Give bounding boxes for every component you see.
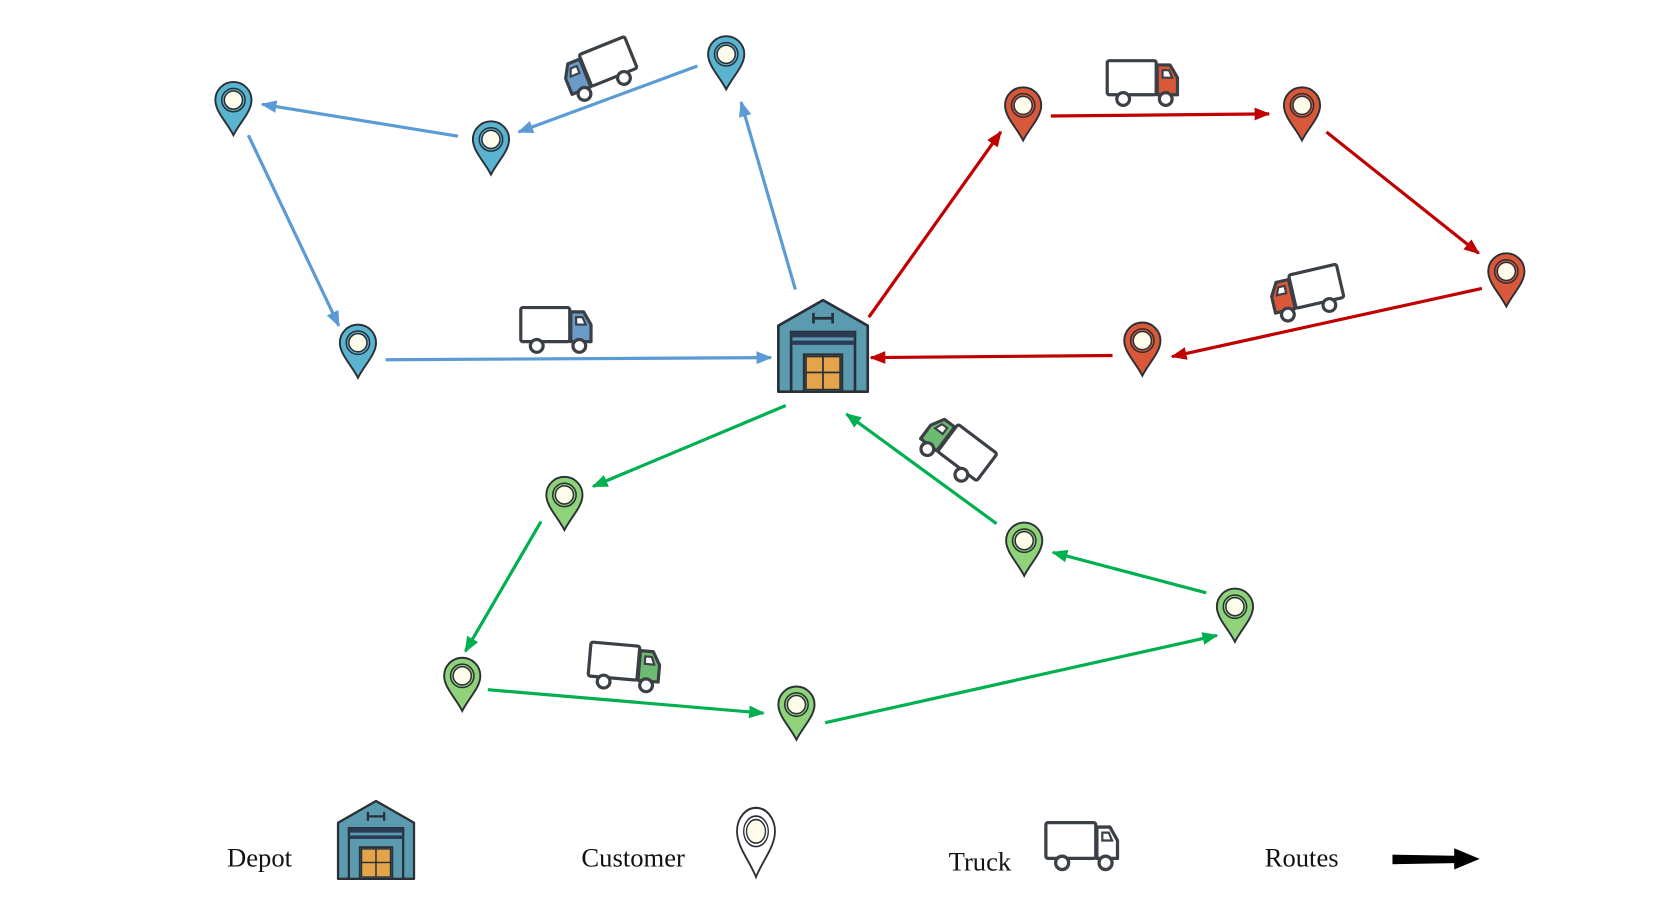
route-edge xyxy=(260,100,459,138)
route-edge xyxy=(385,351,773,365)
legend-label-customer: Customer xyxy=(581,842,685,872)
customer-pin-R1 xyxy=(1004,86,1043,142)
customer-pin-R2 xyxy=(1282,86,1322,142)
legend-label-routes: Routes xyxy=(1265,842,1339,872)
route-edge xyxy=(517,64,699,134)
truck-icon xyxy=(557,34,643,106)
truck-icon xyxy=(912,409,999,492)
truck-icon xyxy=(1105,59,1180,107)
customer-pin-B4 xyxy=(338,323,377,379)
warehouse-icon xyxy=(777,298,870,394)
route-edge xyxy=(869,351,1113,364)
red-customers xyxy=(1004,86,1526,377)
arrow-right-icon xyxy=(1392,848,1480,870)
route-edge xyxy=(867,130,1003,319)
warehouse-icon xyxy=(336,799,416,880)
route-edge xyxy=(738,100,797,290)
customer-pin-G2 xyxy=(443,656,482,712)
truck-icon xyxy=(1044,820,1120,872)
truck-icon xyxy=(585,640,663,695)
route-edge xyxy=(591,404,787,488)
customer-pin-B2 xyxy=(471,120,511,176)
customer-pin-icon xyxy=(735,806,777,879)
legend-label-depot: Depot xyxy=(227,842,293,872)
route-edge xyxy=(246,134,341,328)
customer-pin-R3 xyxy=(1487,252,1526,308)
blue-customers xyxy=(214,35,746,379)
customer-pin-G5 xyxy=(1005,521,1044,577)
legend-item-depot: Depot xyxy=(227,799,416,880)
customer-pin-R4 xyxy=(1123,321,1162,377)
route-edge xyxy=(1325,130,1480,255)
blue-route xyxy=(246,64,797,365)
route-edge xyxy=(487,688,766,719)
customer-pin-B1 xyxy=(707,35,746,91)
route-edge xyxy=(845,412,998,525)
depot xyxy=(777,298,870,394)
customer-pin-G3 xyxy=(777,685,816,741)
customer-pin-G1 xyxy=(545,475,584,531)
route-edge xyxy=(824,632,1219,725)
green-route xyxy=(464,404,1219,725)
truck-icon xyxy=(1266,262,1348,326)
legend-item-customer: Customer xyxy=(581,806,777,879)
red-route xyxy=(867,107,1483,364)
customer-pin-G4 xyxy=(1215,587,1254,643)
route-edge xyxy=(1050,107,1271,121)
legend-label-truck: Truck xyxy=(949,847,1012,877)
legend-item-routes: Routes xyxy=(1265,842,1480,872)
truck-icon xyxy=(519,305,593,354)
green-customers xyxy=(443,475,1254,741)
route-edge xyxy=(1170,286,1483,360)
legend-item-truck: Truck xyxy=(949,820,1120,877)
legend: Depot Customer Truck Routes xyxy=(227,799,1480,880)
route-edge xyxy=(464,520,543,653)
route-edge xyxy=(1051,549,1207,595)
customer-pin-B3 xyxy=(214,80,253,137)
